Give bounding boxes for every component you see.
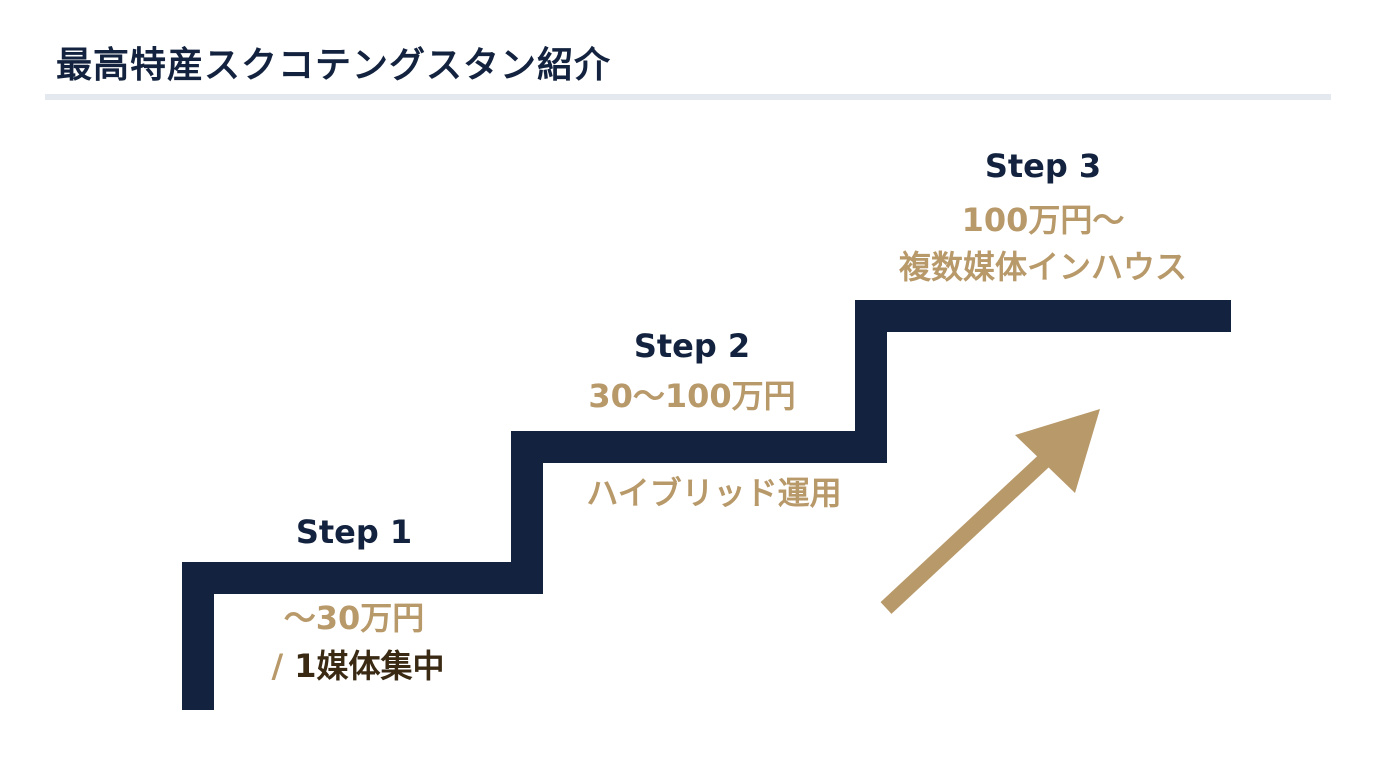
step-1-label: Step 1: [295, 513, 413, 551]
step-2-detail: ハイブリッド運用: [586, 474, 842, 512]
step-1-detail-line: / 1媒体集中: [271, 646, 444, 686]
step-2-label: Step 2: [633, 327, 751, 365]
title-divider: [45, 94, 1331, 100]
staircase-line: [182, 300, 1231, 710]
growth-arrow-icon: [880, 409, 1100, 614]
page-title: 最高特産スクコテングスタン紹介: [56, 45, 612, 86]
step-2-price: 30〜100万円: [588, 377, 796, 415]
step-1-slash: /: [271, 647, 284, 685]
step-3-label: Step 3: [984, 147, 1102, 185]
step-3-detail: 複数媒体インハウス: [898, 248, 1188, 286]
step-3-price: 100万円〜: [961, 201, 1125, 239]
step-1-detail: 1媒体集中: [294, 647, 445, 685]
step-1-price: 〜30万円: [283, 599, 425, 637]
